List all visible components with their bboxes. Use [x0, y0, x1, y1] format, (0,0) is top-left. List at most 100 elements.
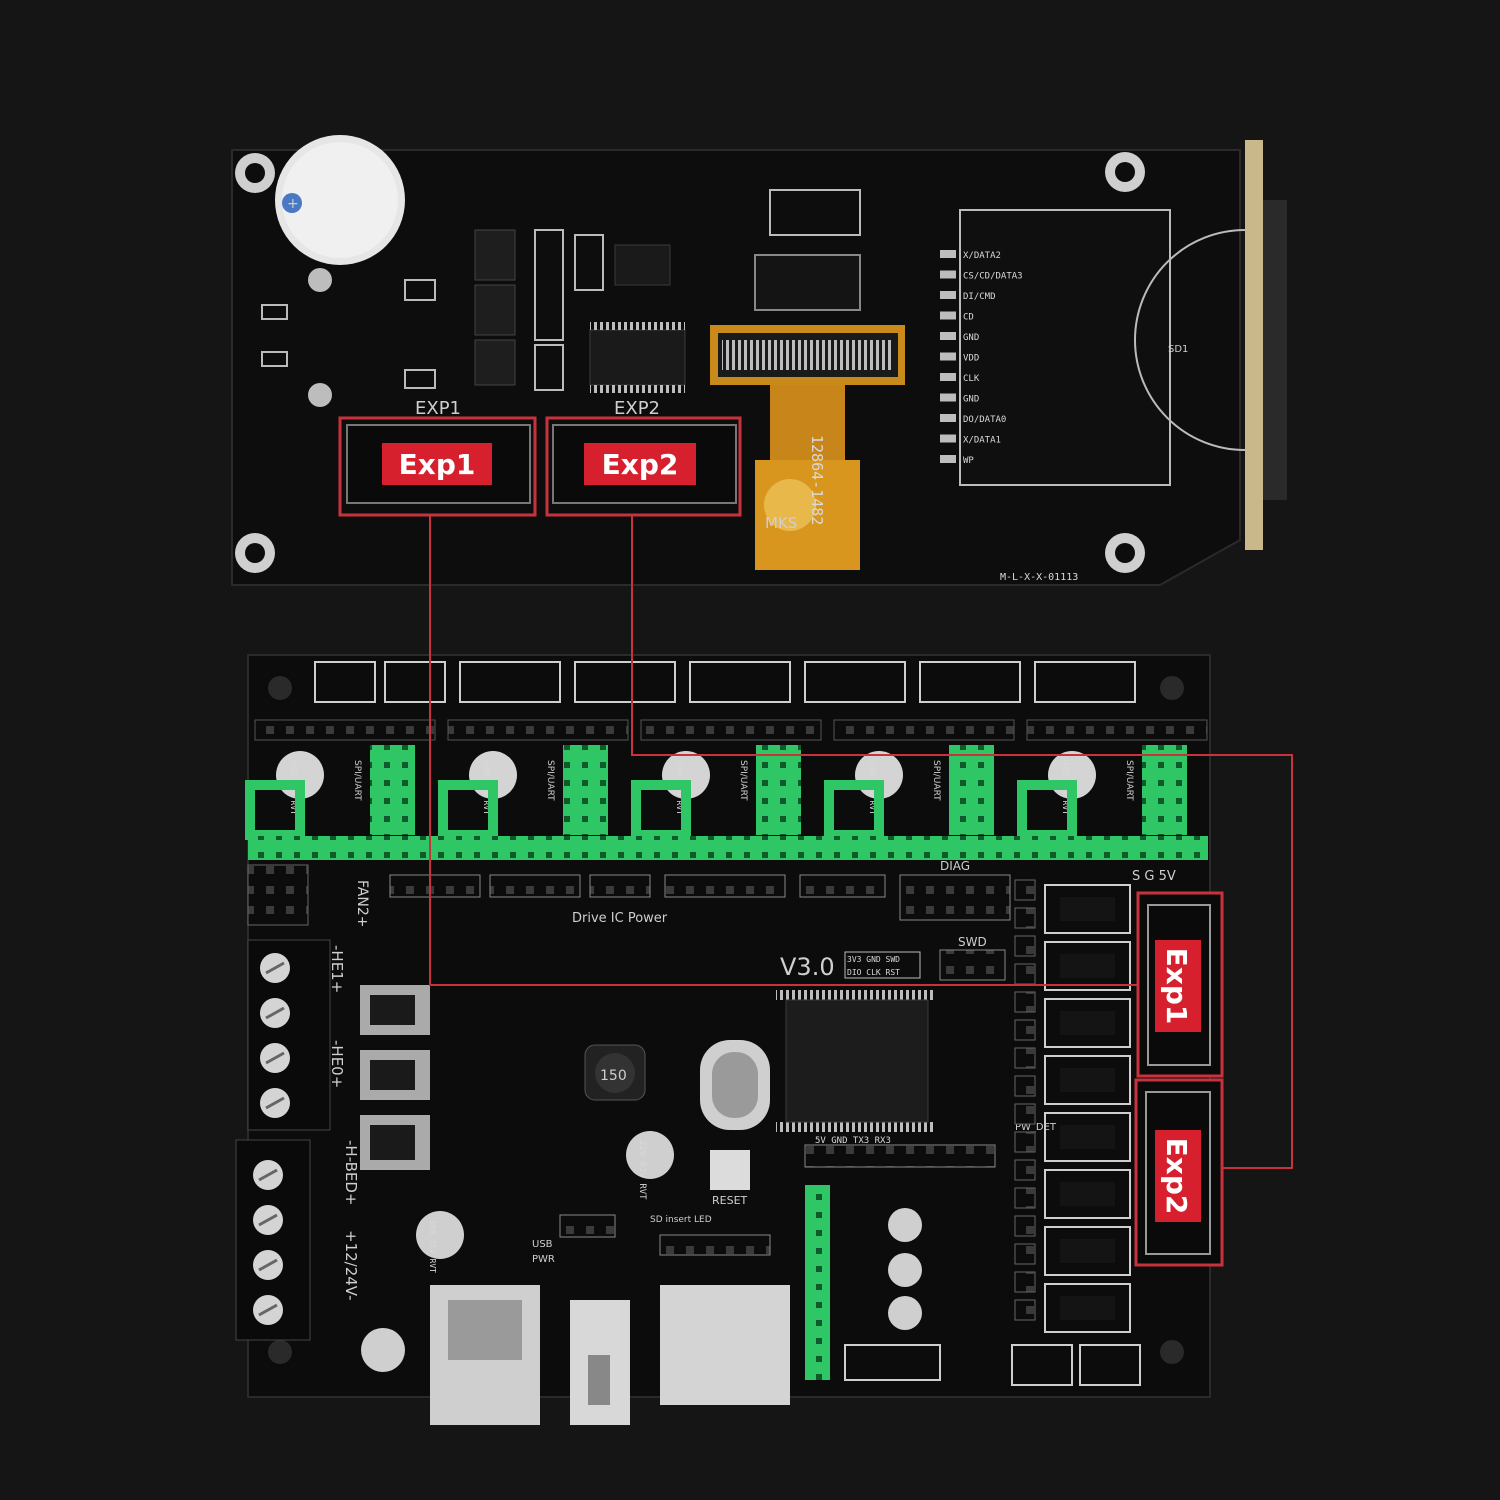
endstop-connector-socket	[1060, 1239, 1115, 1263]
sd-pin-pad	[940, 352, 956, 361]
terminal-screw-slot	[265, 1051, 285, 1065]
mosfets	[360, 985, 430, 1170]
sd-pin-pad	[940, 414, 956, 422]
exp2-main-tag: Exp2	[1160, 1138, 1193, 1215]
pwr-label: PWR	[532, 1254, 555, 1265]
he0-label: -HE0+	[328, 1040, 346, 1088]
sd-pin-pad	[940, 373, 956, 381]
endstop-header-pin	[1014, 991, 1036, 1013]
power-in-label: +12/24V-	[342, 1230, 360, 1301]
spi-uart-label: SPI/UART	[352, 760, 362, 801]
sd-pin-pad	[940, 455, 956, 463]
sd-pin-pad	[940, 332, 956, 340]
sd-pin-label: CS/CD/DATA3	[963, 272, 1023, 282]
driver-socket	[1026, 719, 1208, 741]
sd-pin-label: CLK	[963, 374, 980, 384]
driver-socket	[254, 719, 436, 741]
endstop-header-pin	[1014, 1131, 1036, 1153]
sd-insert-led-label: SD insert LED	[650, 1215, 712, 1225]
endstop-header-pin	[1014, 1047, 1036, 1069]
power-components: 150 220 63V RVT 100 35V RVT	[361, 1044, 922, 1372]
terminal-screw-slot	[258, 1213, 278, 1227]
endstop-header-pin	[1014, 963, 1036, 985]
driver-jumper-block	[563, 745, 608, 835]
input-cap-label: 100 35V RVT	[428, 1220, 437, 1273]
driver-green-header	[245, 780, 305, 840]
endstop-connector-socket	[1060, 1125, 1115, 1149]
spi-uart-label: SPI/UART	[545, 760, 555, 801]
endstop-header-pin	[1014, 1299, 1036, 1321]
endstop-connector	[1044, 1169, 1131, 1219]
sd-pin-label: CD	[963, 313, 974, 323]
driver-socket	[447, 719, 629, 741]
sd-pin-pad	[940, 393, 956, 402]
spi-uart-label: SPI/UART	[738, 760, 748, 801]
terminal-screw-slot	[258, 1258, 278, 1272]
endstop-header-pin	[1014, 1019, 1036, 1041]
io-components: RESET USB PWR SD insert LED 5V GND TX3 R…	[430, 1122, 1057, 1425]
fan2-label: FAN2+	[354, 880, 370, 927]
driver-green-header	[824, 780, 884, 840]
sd-pin-pad	[940, 270, 956, 279]
mcu-chip	[700, 990, 936, 1132]
mounting-holes	[235, 152, 1145, 573]
power-terminals: FAN2+ -HE1+ -HE0+ -H-BED+ +12/24V-	[235, 864, 370, 1341]
endstop-connector-socket	[1060, 1182, 1115, 1206]
swd-label: SWD	[958, 935, 987, 949]
sd-slot-label: SD1	[1168, 344, 1188, 355]
driver-socket	[833, 719, 1015, 741]
he1-label: -HE1+	[328, 945, 346, 993]
usb-label: USB	[532, 1239, 553, 1250]
driver-jumper-block	[1142, 745, 1187, 835]
endstop-connectors	[1014, 879, 1131, 1333]
buzzer: +	[275, 135, 405, 265]
sd-pin-label: GND	[963, 395, 979, 405]
lcd-board-code: M-L-X-X-01113	[1000, 572, 1078, 583]
terminal-screw-slot	[265, 1096, 285, 1110]
endstop-header-pin	[1014, 907, 1036, 929]
endstop-connector-socket	[1060, 954, 1115, 978]
exp1-mainboard-callout: Exp1	[1136, 891, 1224, 1078]
endstop-connector	[1044, 1226, 1131, 1276]
diag-label: DIAG	[940, 859, 970, 873]
lcd-components	[261, 189, 861, 393]
endstop-header-pin	[1014, 1159, 1036, 1181]
sd-pin-label: DI/CMD	[963, 292, 996, 302]
svg-text:+: +	[287, 196, 299, 212]
endstop-connector-socket	[1060, 897, 1115, 921]
endstop-connector	[1044, 884, 1131, 934]
terminal-screw-slot	[258, 1303, 278, 1317]
sd-pin-label: VDD	[963, 354, 979, 364]
driver-green-header	[631, 780, 691, 840]
endstop-header-pin	[1014, 1271, 1036, 1293]
bulk-cap-label: 220 63V RVT	[637, 1140, 647, 1200]
endstop-connector-socket	[1060, 1011, 1115, 1035]
endstop-connector	[1044, 1055, 1131, 1105]
reset-label: RESET	[712, 1194, 748, 1207]
endstop-connector-socket	[1060, 1068, 1115, 1092]
sd-pin-pad	[940, 291, 956, 299]
lcd-ribbon-connector: MKS 12864-1482	[710, 325, 905, 570]
exp1-lcd-tag: Exp1	[399, 448, 476, 481]
terminal-screw-slot	[265, 961, 285, 975]
endstop-connector	[1044, 998, 1131, 1048]
exp2-silk-label: EXP2	[614, 398, 660, 419]
endstop-header-pin	[1014, 1243, 1036, 1265]
exp2-lcd-callout: Exp2	[545, 416, 742, 517]
endstop-header-pin	[1014, 879, 1036, 901]
swd-pins-top: 3V3 GND SWD	[847, 955, 900, 964]
sd-pin-pad	[940, 311, 956, 320]
top-connectors	[268, 661, 1184, 1364]
lcd-sd-slot: SD1 X/DATA2CS/CD/DATA3DI/CMDCDGNDVDDCLKG…	[940, 140, 1287, 583]
spi-uart-label: SPI/UART	[931, 760, 941, 801]
sd-pin-label: DO/DATA0	[963, 415, 1006, 425]
hbed-label: -H-BED+	[342, 1140, 360, 1205]
sd-pin-label: GND	[963, 333, 979, 343]
driver-socket	[640, 719, 822, 741]
sg5v-label: S G 5V	[1132, 869, 1176, 884]
ribbon-part-number: 12864-1482	[808, 435, 826, 525]
swd-pins-bottom: DIO CLK RST	[847, 968, 900, 977]
